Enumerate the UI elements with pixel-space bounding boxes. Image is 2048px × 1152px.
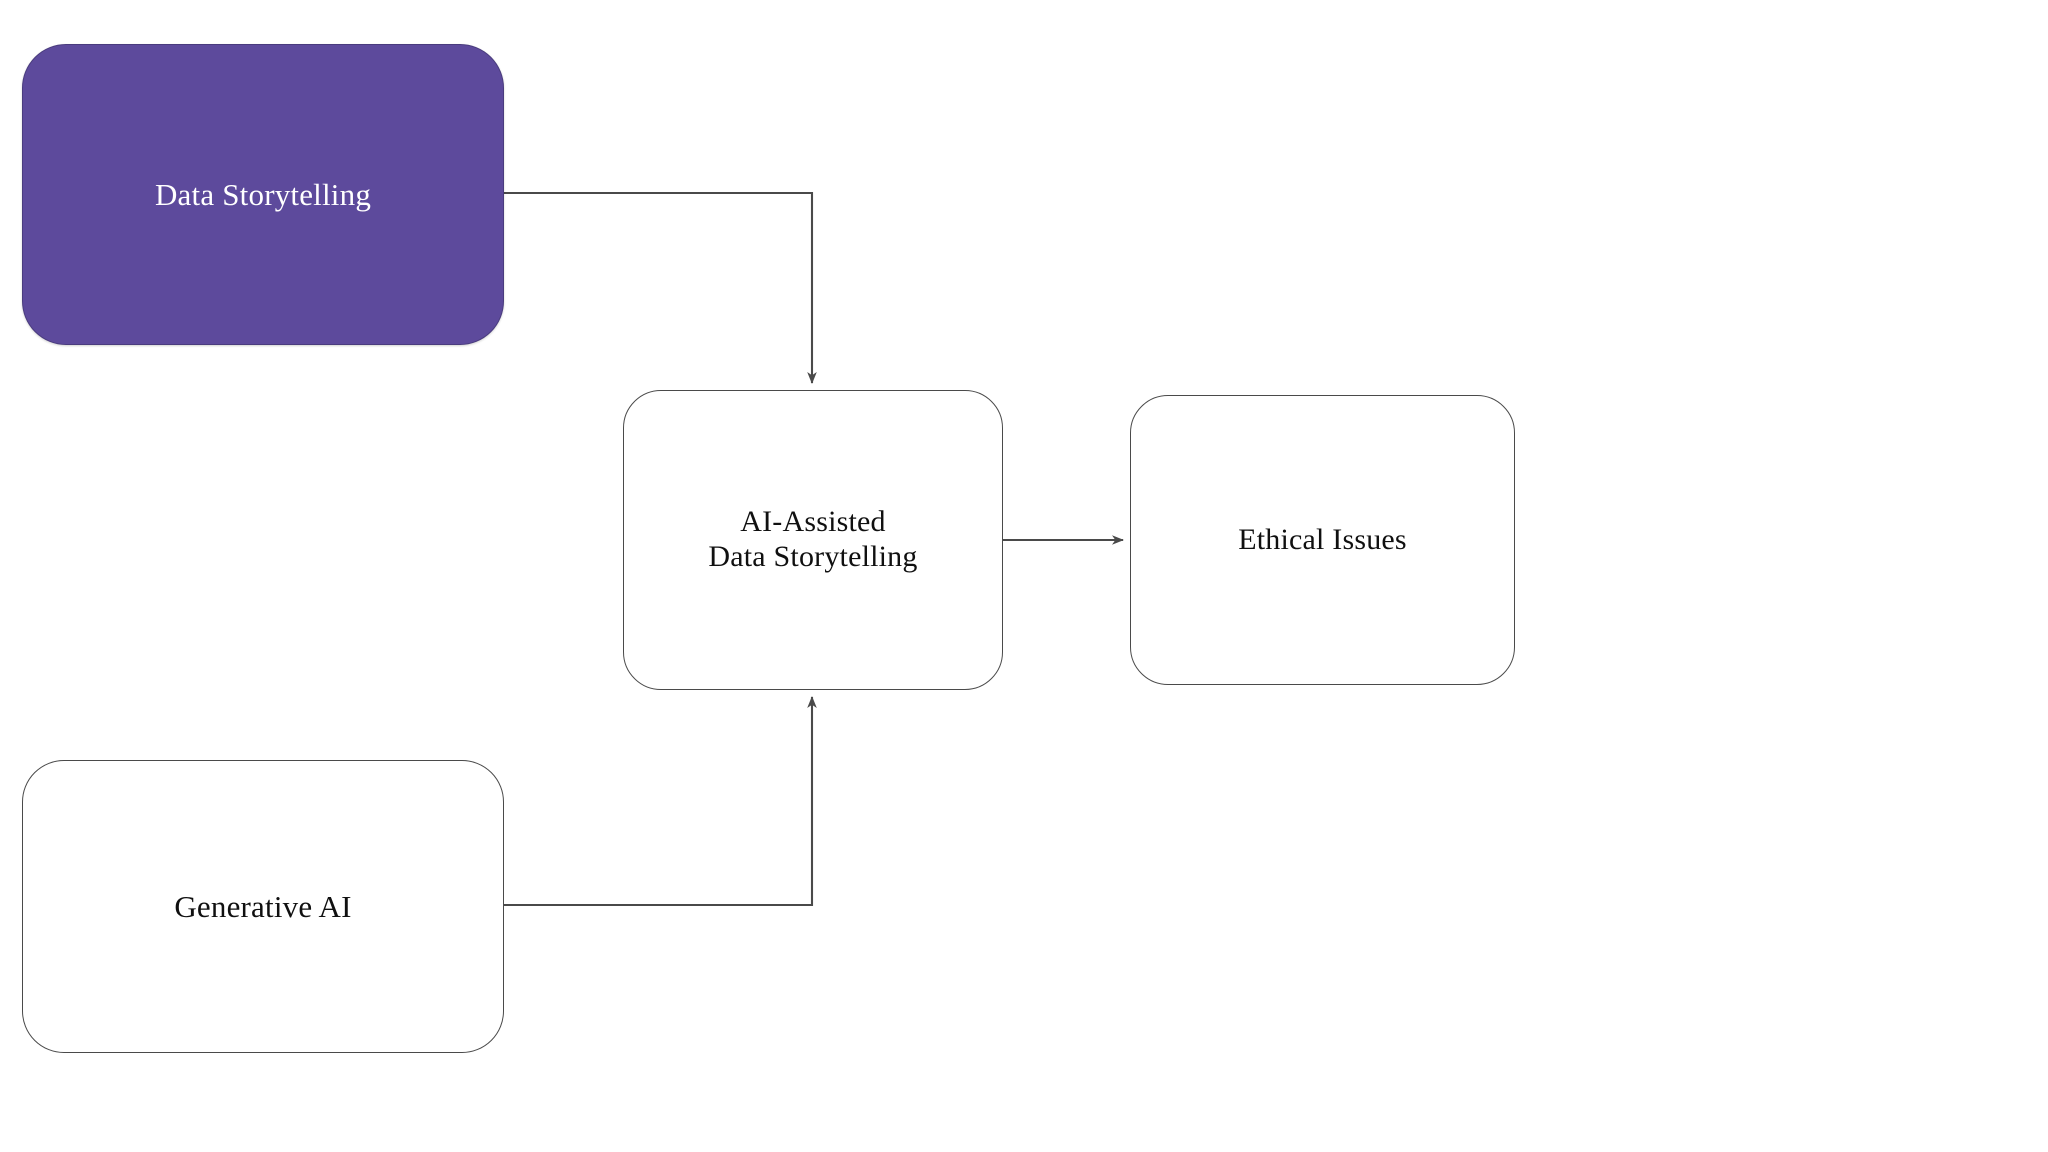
node-ethical-issues-label: Ethical Issues bbox=[1238, 522, 1407, 556]
node-ai-assisted-data-storytelling[interactable]: AI-Assisted Data Storytelling bbox=[623, 390, 1003, 690]
edge-generative-ai-to-ai-assisted bbox=[504, 696, 817, 907]
node-data-storytelling-label: Data Storytelling bbox=[154, 176, 372, 212]
node-data-storytelling[interactable]: Data Storytelling bbox=[22, 44, 504, 345]
node-generative-ai-label: Generative AI bbox=[174, 888, 352, 924]
node-ai-assisted-data-storytelling-label: AI-Assisted Data Storytelling bbox=[708, 505, 918, 573]
node-ethical-issues[interactable]: Ethical Issues bbox=[1130, 395, 1515, 685]
node-generative-ai[interactable]: Generative AI bbox=[22, 760, 504, 1053]
edge-data-storytelling-to-ai-assisted bbox=[504, 191, 817, 384]
